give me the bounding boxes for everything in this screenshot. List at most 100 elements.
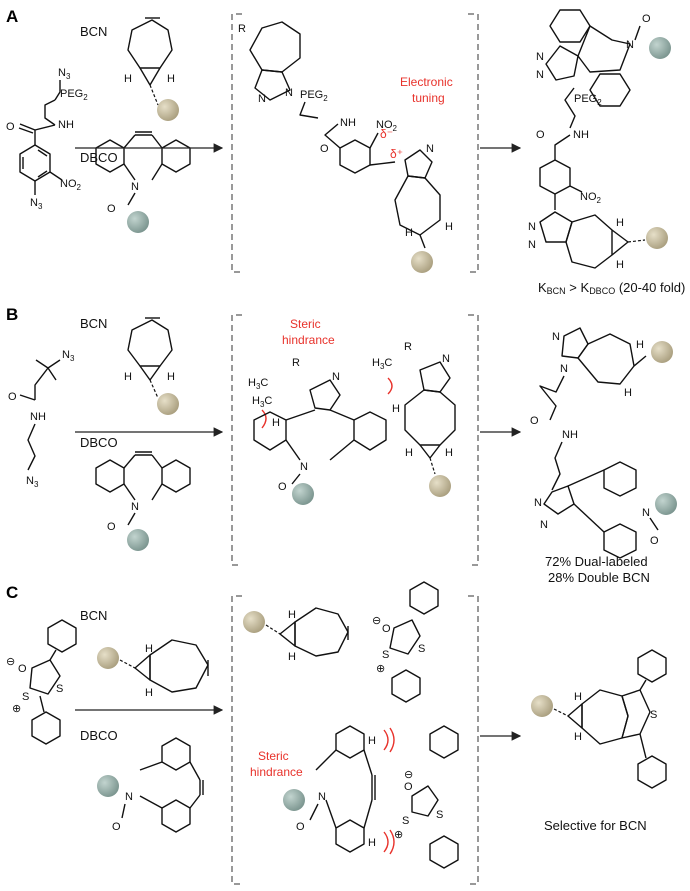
- tan-label-bead: [411, 251, 433, 273]
- atom-o: O: [278, 481, 287, 493]
- panel-c-dithiolium-reagent: ⊖ O S S ⊕: [6, 619, 77, 745]
- atom-label: H3C: [372, 357, 392, 371]
- bond: [639, 733, 647, 759]
- bond: [639, 679, 647, 691]
- panel-a-intermediate: R N N PEG2 NH O NO2 δ⁻ δ⁺ N H H: [238, 21, 453, 273]
- panel-c-product: S H H: [531, 649, 667, 789]
- atom-h: H: [145, 687, 153, 699]
- cyclooctyne-ring: [149, 639, 209, 693]
- teal-label-bead: [649, 37, 671, 59]
- bond: [151, 483, 163, 501]
- reagent-label-bcn: BCN: [80, 316, 107, 331]
- bracket-left: [231, 595, 242, 885]
- selectivity-result: Selective for BCN: [544, 818, 647, 833]
- bcn-structure: H H: [124, 317, 179, 415]
- atom-minus: ⊖: [372, 615, 381, 627]
- bond: [189, 761, 201, 781]
- steric-clash-arc: [389, 829, 395, 855]
- atom-h: H: [616, 259, 624, 271]
- reagent-label-dbco: DBCO: [80, 150, 118, 165]
- atom-h: H: [124, 371, 132, 383]
- atom-label: NO2: [60, 178, 82, 192]
- panel-b: B N3 O NH N3 BCN DBCO H H: [6, 305, 677, 585]
- tan-label-bead: [531, 695, 553, 717]
- phenyl-ring: [637, 649, 667, 683]
- atom-n: N: [536, 51, 544, 63]
- bond: [649, 517, 659, 531]
- annotation-line-2: hindrance: [282, 333, 335, 347]
- atom-o: O: [642, 13, 651, 25]
- bond: [419, 444, 431, 459]
- bond: [363, 749, 373, 776]
- dithiolium-ring: [411, 785, 439, 817]
- teal-label-bead: [97, 775, 119, 797]
- bond: [315, 749, 337, 771]
- cyclooctene-ring: [249, 21, 301, 73]
- cyclopropane-ring: [279, 621, 296, 647]
- annotation-line-2: hindrance: [250, 765, 303, 779]
- atom-label: NO2: [376, 119, 398, 133]
- atom-n: N: [131, 501, 139, 513]
- triazole-ring: [419, 361, 451, 393]
- cyclooctene-ring: [394, 175, 441, 236]
- steric-clash-arc: [387, 377, 393, 395]
- bond: [123, 134, 136, 149]
- atom-plus: ⊕: [12, 703, 21, 715]
- atom-label: NH: [58, 119, 74, 131]
- atom-n: N: [442, 353, 450, 365]
- bond: [429, 444, 441, 459]
- benzene-ring: [335, 819, 365, 853]
- atom-n: N: [528, 221, 536, 233]
- tan-label-bead: [651, 341, 673, 363]
- bond: [27, 423, 36, 471]
- bond: [139, 795, 163, 809]
- atom-h: H: [124, 73, 132, 85]
- benzene-ring: [549, 9, 591, 43]
- teal-label-bead: [283, 789, 305, 811]
- panel-c-letter: C: [6, 583, 18, 602]
- dashed-bond: [553, 708, 569, 717]
- benzene-ring: [335, 725, 365, 759]
- benzene-ring: [603, 461, 637, 497]
- panel-b-intermediate-dbco: R H3C H3C N H N O: [248, 357, 387, 505]
- panel-b-azide-molecule: N3 O NH N3: [8, 349, 75, 489]
- reagent-label-bcn: BCN: [80, 608, 107, 623]
- bond: [35, 359, 49, 369]
- benzene-ring: [353, 411, 387, 451]
- cyclooctene-ring: [565, 214, 613, 269]
- bond: [123, 163, 136, 181]
- bond: [127, 512, 136, 526]
- triazole-ring: [309, 379, 341, 411]
- bracket-left: [231, 13, 242, 273]
- bond: [363, 799, 373, 829]
- atom-n: N: [534, 497, 542, 509]
- bond: [633, 355, 647, 367]
- benzene-ring: [253, 411, 287, 451]
- atom-n: N: [58, 67, 66, 79]
- bond: [291, 473, 301, 485]
- cyclooctyne-ring: [127, 319, 173, 367]
- atom-o: O: [530, 415, 539, 427]
- atom-h: H: [445, 447, 453, 459]
- atom-h: H: [167, 73, 175, 85]
- tan-label-bead: [157, 99, 179, 121]
- phenyl-ring: [429, 835, 459, 869]
- atom-label: PEG2: [60, 88, 88, 102]
- dashed-bond: [429, 457, 436, 475]
- bond: [329, 439, 355, 461]
- bond: [149, 67, 161, 86]
- triazole-ring: [545, 45, 579, 81]
- reagent-label-bcn: BCN: [80, 24, 107, 39]
- bond: [123, 454, 136, 469]
- bond: [37, 170, 48, 178]
- bond: [569, 185, 583, 193]
- steric-clash-arc: [383, 831, 389, 853]
- delta-plus-label: δ⁺: [390, 147, 403, 161]
- bond: [151, 454, 163, 469]
- atom-h: H: [405, 447, 413, 459]
- bond: [151, 163, 163, 181]
- atom-o: O: [296, 821, 305, 833]
- atom-n: N: [332, 371, 340, 383]
- bcn-structure: H H: [124, 17, 179, 121]
